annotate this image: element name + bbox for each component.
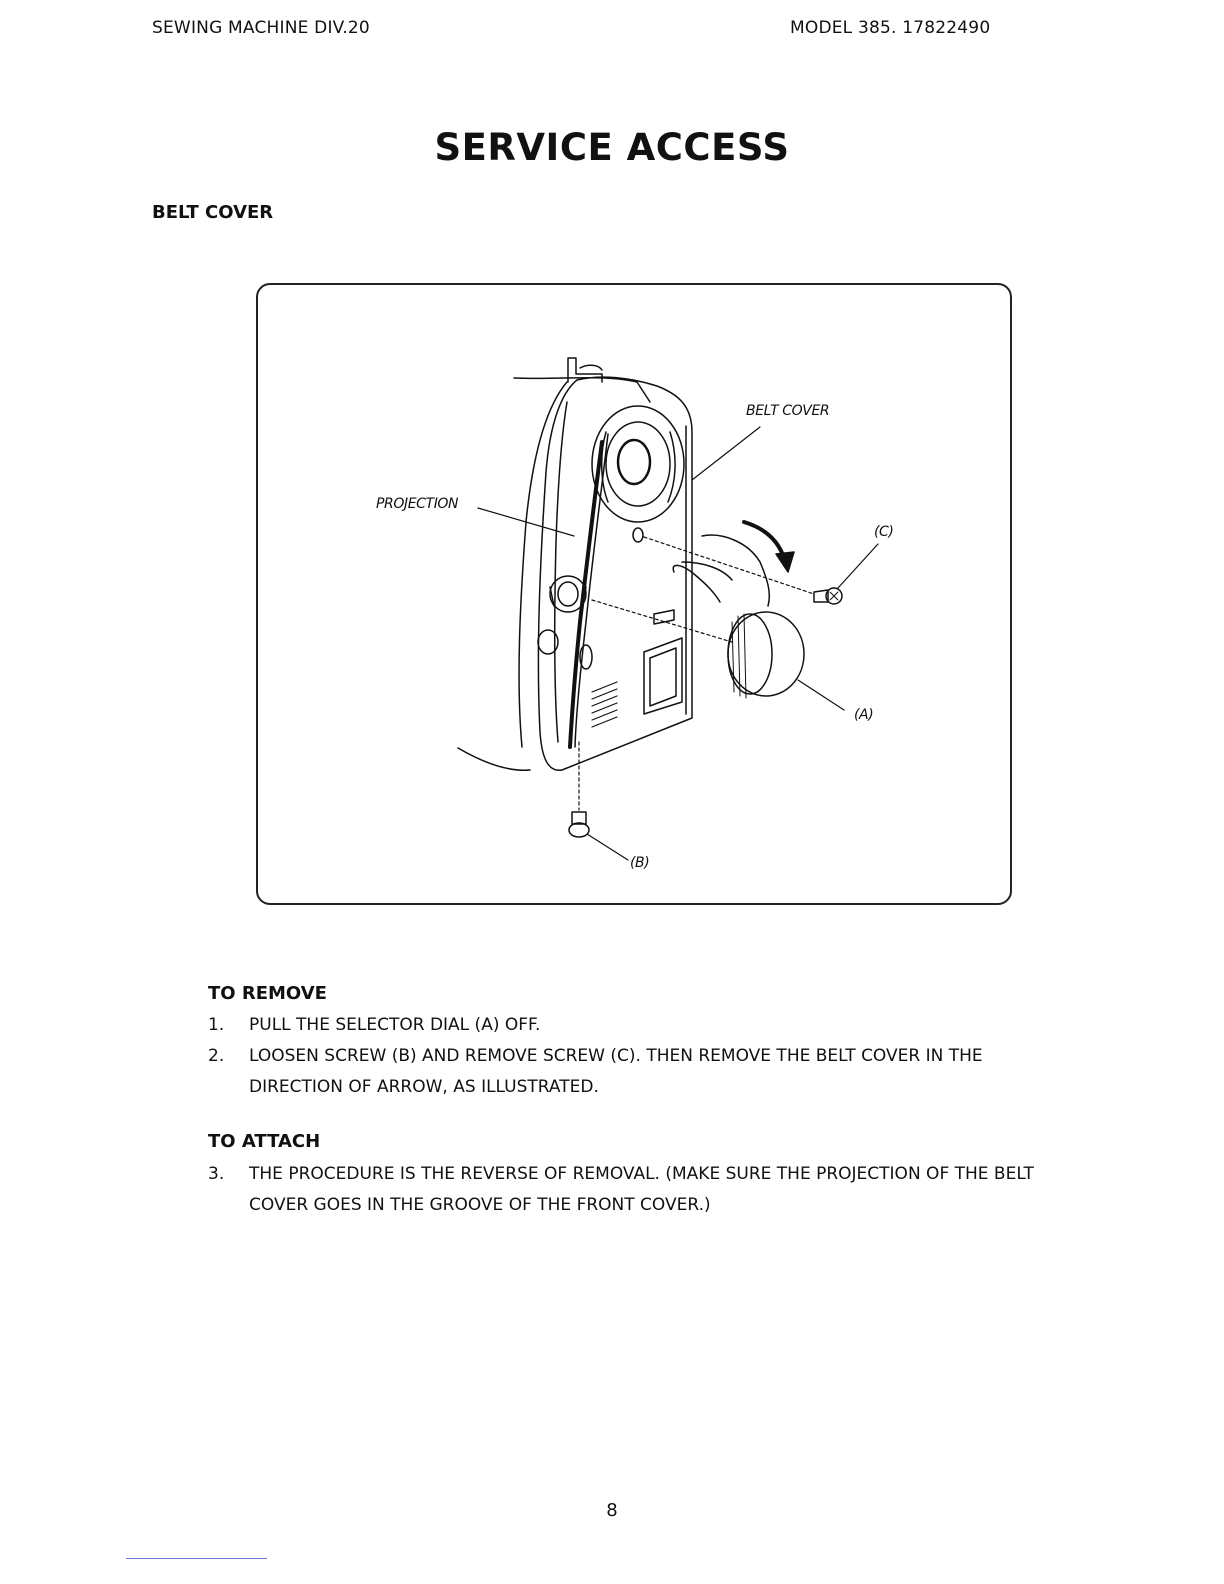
lower-pulley (549, 575, 587, 613)
hand (672, 534, 771, 607)
section-subheading: BELT COVER (152, 202, 274, 223)
leader-projection (477, 507, 575, 537)
belt-cover-plate (537, 376, 693, 771)
belt-cover-figure: BELT COVER PROJECTION (C) (A) (B) (256, 283, 1012, 905)
leader-belt-cover (691, 426, 761, 481)
machine-body-outline (513, 376, 651, 403)
drive-belt (568, 440, 604, 749)
screw-c (813, 587, 843, 605)
step-text: PULL THE SELECTOR DIAL (A) OFF. (249, 1015, 541, 1035)
step-number: 2. (208, 1046, 225, 1066)
step-number: 1. (208, 1015, 225, 1035)
leader-b (586, 833, 629, 861)
vent-lines (591, 681, 618, 728)
leader-a (797, 679, 845, 711)
label-belt-cover: BELT COVER (746, 403, 830, 419)
upper-pulley (591, 405, 685, 523)
page-title: SERVICE ACCESS (434, 126, 790, 169)
selector-dial (727, 611, 805, 699)
screw-b (568, 811, 590, 838)
page-number: 8 (606, 1500, 618, 1521)
scan-artifact-line (126, 1558, 267, 1559)
label-c: (C) (874, 524, 894, 540)
remove-heading: TO REMOVE (208, 983, 327, 1004)
step-text: LOOSEN SCREW (B) AND REMOVE SCREW (C). T… (249, 1046, 983, 1097)
window (643, 637, 683, 715)
slot (653, 609, 675, 625)
label-projection: PROJECTION (376, 496, 459, 512)
direction-arrow (742, 520, 786, 560)
step-number: 3. (208, 1164, 225, 1184)
attach-heading: TO ATTACH (208, 1131, 321, 1152)
step-text: THE PROCEDURE IS THE REVERSE OF REMOVAL.… (249, 1164, 1034, 1215)
label-b: (B) (630, 855, 650, 871)
machine-illustration (457, 357, 879, 861)
header-right: MODEL 385. 17822490 (790, 18, 991, 38)
header-left: SEWING MACHINE DIV.20 (152, 18, 370, 38)
leader-c (837, 543, 879, 589)
label-a: (A) (854, 707, 874, 723)
